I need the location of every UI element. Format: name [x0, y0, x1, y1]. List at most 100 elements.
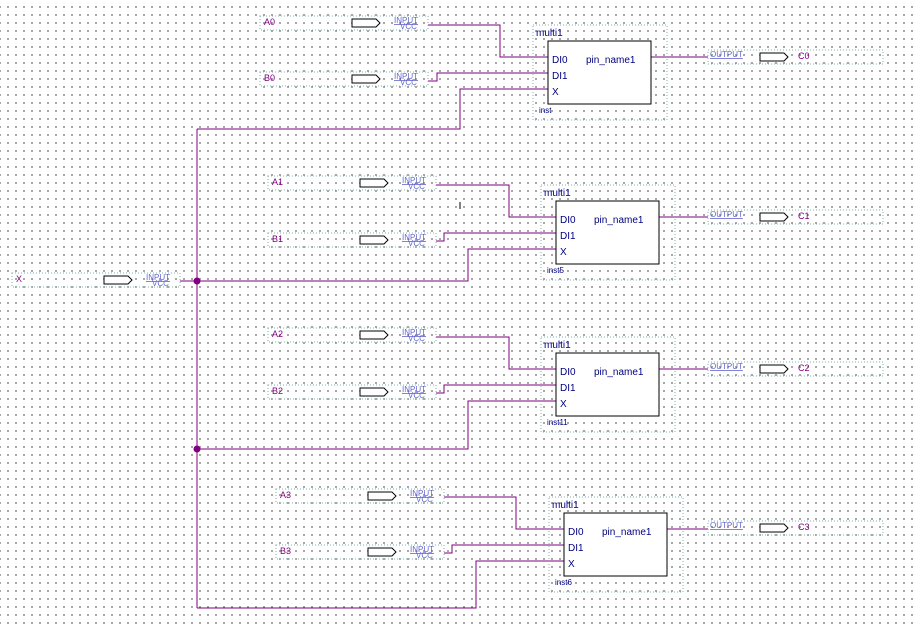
input-vcc-label: VCC: [416, 495, 433, 504]
output-pin-label: C2: [798, 363, 810, 373]
input-pin-frame: [267, 175, 437, 191]
block-body: [563, 512, 668, 577]
input-arrow-icon: [367, 547, 397, 557]
block-port-label: DI1: [560, 383, 576, 394]
block-port-label: X: [560, 399, 567, 410]
input-kind-label: INPUT: [394, 72, 418, 81]
input-vcc-label: VCC: [408, 239, 425, 248]
output-kind-label: OUTPUT: [710, 362, 743, 371]
block-port-label: DI0: [568, 527, 584, 538]
input-vcc-label: VCC: [400, 22, 417, 31]
output-pin-c2[interactable]: OUTPUT C2: [707, 361, 884, 377]
block-layer: multi1DI0DI1Xpin_name1instmulti1DI0DI1Xp…: [532, 24, 684, 593]
block-title: multi1: [536, 28, 563, 39]
junction-dot: [193, 445, 201, 453]
input-arrow-icon: [367, 491, 397, 501]
wire-segment: [444, 496, 564, 530]
junction-dot: [193, 277, 201, 285]
block-output-port-label: pin_name1: [594, 367, 644, 378]
junction-layer: [193, 277, 201, 453]
block-body: [547, 40, 652, 105]
block-outer-frame: [548, 496, 684, 593]
output-pin-label: C1: [798, 211, 810, 221]
input-kind-label: INPUT: [402, 328, 426, 337]
input-pin-frame: [267, 327, 437, 343]
block-outer-frame: [532, 24, 668, 121]
block-port-label: DI1: [552, 71, 568, 82]
block-output-port-label: pin_name1: [586, 55, 636, 66]
input-vcc-label: VCC: [408, 182, 425, 191]
input-arrow-icon: [359, 387, 389, 397]
input-kind-label: INPUT: [394, 16, 418, 25]
wire-segment: [444, 544, 564, 554]
block-instance-label: inst11: [547, 418, 568, 427]
output-pin-frame: [707, 520, 884, 536]
wire-segment: [436, 384, 556, 394]
block-port-label: DI1: [568, 543, 584, 554]
input-pin-label: B3: [280, 546, 291, 556]
input-kind-label: INPUT: [410, 489, 434, 498]
input-pin-label: X: [16, 274, 22, 284]
output-arrow-icon: [759, 212, 789, 222]
input-pin-label: A2: [272, 329, 283, 339]
input-vcc-label: VCC: [408, 391, 425, 400]
input-pin-label: A3: [280, 490, 291, 500]
block-port-label: DI0: [560, 215, 576, 226]
wire-segment: [197, 560, 564, 609]
block-port-label: X: [560, 247, 567, 258]
output-pin-frame: [707, 209, 884, 225]
output-arrow-icon: [759, 364, 789, 374]
block-port-label: DI0: [552, 55, 568, 66]
output-kind-label: OUTPUT: [710, 521, 743, 530]
input-pin-frame: [275, 488, 445, 504]
wire-segment: [197, 88, 548, 130]
wire-segment: [180, 248, 556, 282]
block-instance-label: inst5: [547, 266, 564, 275]
output-pin-frame: [707, 49, 884, 65]
input-arrow-icon: [359, 178, 389, 188]
input-kind-label: INPUT: [402, 233, 426, 242]
block-output-port-label: pin_name1: [602, 527, 652, 538]
output-pin-c3[interactable]: OUTPUT C3: [707, 520, 884, 536]
block-title: multi1: [544, 340, 571, 351]
output-pin-label: C0: [798, 51, 810, 61]
input-pin-label: B1: [272, 234, 283, 244]
block-output-port-label: pin_name1: [594, 215, 644, 226]
block-port-label: DI0: [560, 367, 576, 378]
block-outer-frame: [540, 336, 676, 433]
input-pin-frame: [275, 544, 445, 560]
input-pin-label: B2: [272, 386, 283, 396]
input-vcc-label: VCC: [408, 334, 425, 343]
wire-segment: [436, 184, 556, 218]
input-vcc-label: VCC: [152, 279, 169, 288]
input-pin-label: A1: [272, 177, 283, 187]
input-arrow-icon: [359, 330, 389, 340]
input-kind-label: INPUT: [146, 273, 170, 282]
input-pin-label: B0: [264, 73, 275, 83]
input-arrow-icon: [103, 275, 133, 285]
block-port-label: DI1: [560, 231, 576, 242]
output-arrow-icon: [759, 523, 789, 533]
output-pin-label: C3: [798, 522, 810, 532]
block-port-label: X: [552, 87, 559, 98]
input-pin-frame: [267, 384, 437, 400]
wire-segment: [197, 400, 556, 450]
block-instance-label: inst: [539, 106, 552, 115]
